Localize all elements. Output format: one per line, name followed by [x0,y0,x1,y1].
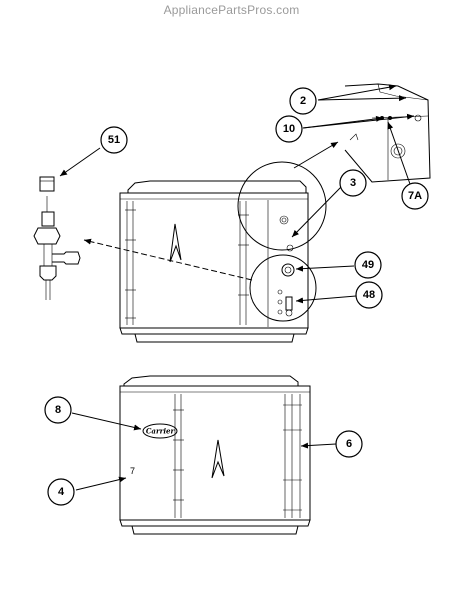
svg-text:2: 2 [300,95,306,107]
svg-text:48: 48 [363,289,375,301]
valve-detail [249,254,317,322]
leader-lines [59,84,415,491]
callout-51: 51 [100,126,128,154]
brand-logo: Carrier [142,423,178,439]
lower-condenser-unit: Carrier 7 [119,375,311,535]
callout-10: 10 [275,115,303,143]
svg-text:7A: 7A [408,190,422,202]
callout-6: 6 [335,430,363,458]
callout-8: 8 [44,396,72,424]
site-watermark: AppliancePartsPros.com [163,3,300,17]
svg-text:3: 3 [350,177,356,189]
upper-condenser-unit [119,180,309,343]
callout-3: 3 [339,169,367,197]
brand-logo-text: Carrier [146,427,176,436]
callout-49: 49 [354,251,382,279]
panel-mark: 7 [130,466,135,476]
lower-grille-ticks [173,404,302,511]
callout-4: 4 [47,478,75,506]
svg-text:10: 10 [283,123,295,135]
detail-circle-upper [237,161,327,251]
service-valve-part [33,176,81,300]
svg-text:49: 49 [362,259,374,271]
dashed-leader [83,238,253,281]
svg-text:4: 4 [58,486,65,498]
callout-48: 48 [355,281,383,309]
callout-2: 2 [289,87,317,115]
svg-text:51: 51 [108,134,120,146]
svg-text:6: 6 [346,438,352,450]
callout-7a: 7A [401,182,429,210]
upper-grille-ticks [125,209,249,319]
svg-text:8: 8 [55,404,61,416]
